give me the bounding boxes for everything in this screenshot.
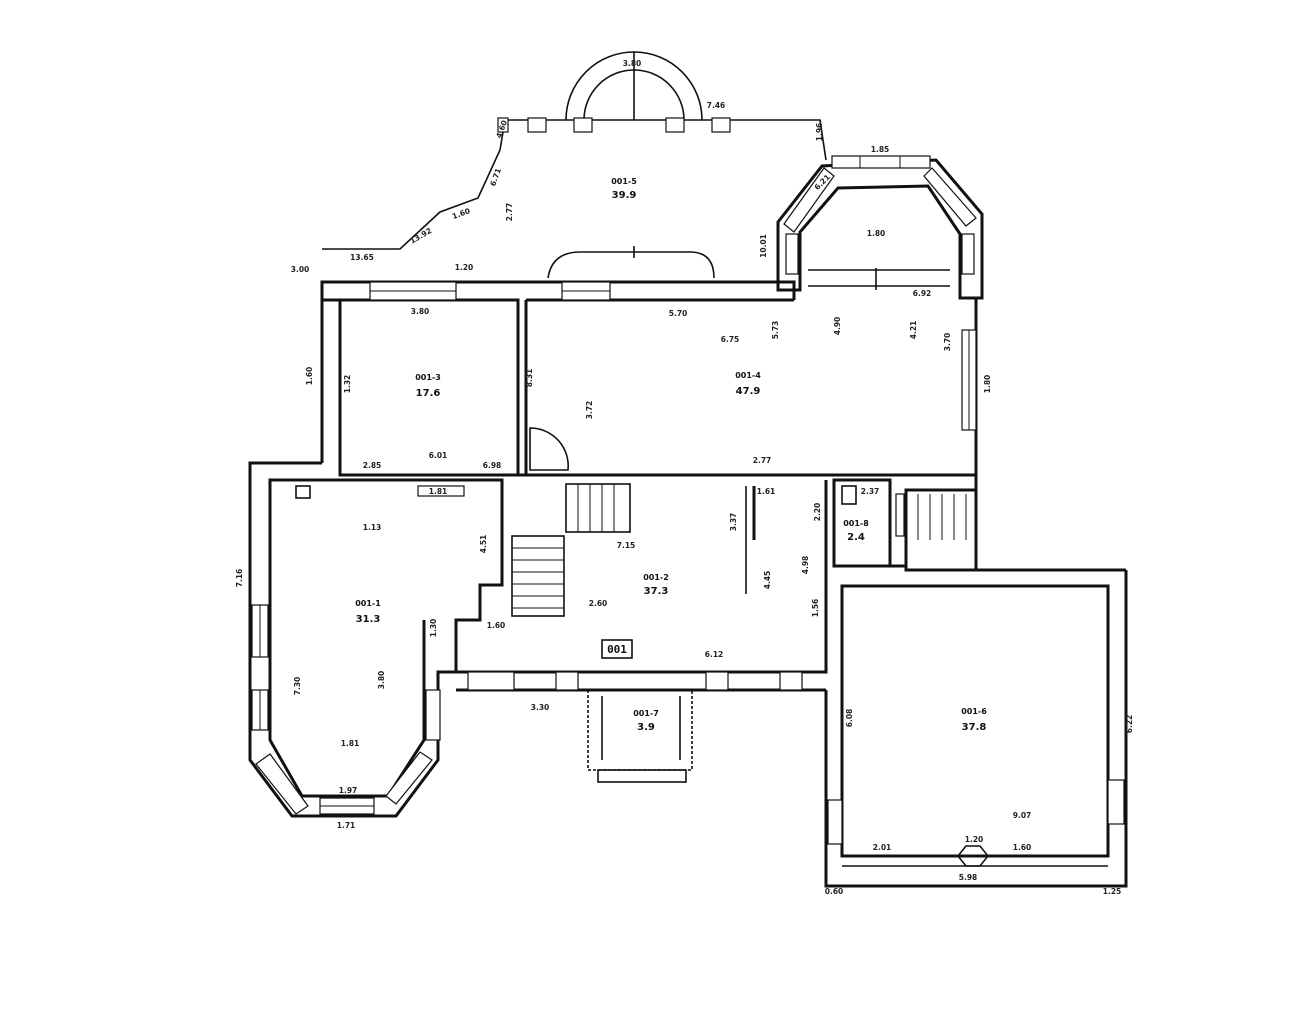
- dimension-label: 6.98: [483, 461, 502, 470]
- dimension-label: 4.51: [479, 535, 488, 554]
- terrace-outline: [322, 51, 827, 279]
- dimension-labels: 3.807.461.964.606.712.771.6013.9213.651.…: [235, 59, 1134, 896]
- service-stair: [917, 494, 967, 540]
- room-code: 001-6: [961, 707, 987, 716]
- dimension-label: 2.20: [813, 503, 822, 522]
- dimension-label: 1.60: [1013, 843, 1032, 852]
- dimension-label: 1.60: [305, 367, 314, 386]
- room-area: 37.3: [644, 586, 669, 597]
- dimension-label: 6.75: [721, 335, 740, 344]
- dimension-label: 1.20: [965, 835, 984, 844]
- dimension-label: 2.01: [873, 843, 892, 852]
- dimension-label: 2.85: [363, 461, 382, 470]
- dimension-label: 8.31: [525, 369, 534, 388]
- dimension-label: 1.71: [337, 821, 356, 830]
- dimension-label: 5.73: [771, 321, 780, 340]
- room-code: 001-7: [633, 709, 659, 718]
- dimension-label: 9.07: [1013, 811, 1032, 820]
- room-code: 001-3: [415, 373, 441, 382]
- garage: [824, 570, 1128, 888]
- dimension-label: 1.85: [871, 145, 890, 154]
- dimension-label: 1.81: [341, 739, 360, 748]
- main-walls: [320, 280, 978, 480]
- dimension-label: 2.77: [753, 456, 772, 465]
- dimension-label: 3.30: [531, 703, 550, 712]
- dimension-label: 1.81: [429, 487, 448, 496]
- left-wing: [248, 461, 504, 818]
- service-rooms: [832, 478, 1126, 572]
- room-code: 001-1: [355, 599, 381, 608]
- dimension-label: 7.30: [293, 677, 302, 696]
- dimension-label: 2.60: [589, 599, 608, 608]
- dimension-label: 7.16: [235, 569, 244, 588]
- dimension-label: 6.12: [705, 650, 724, 659]
- dimension-label: 7.15: [617, 541, 636, 550]
- dimension-label: 6.92: [913, 289, 932, 298]
- dimension-label: 3.70: [943, 333, 952, 352]
- dimension-label: 0.60: [825, 887, 844, 896]
- dimension-label: 3.72: [585, 401, 594, 420]
- dimension-label: 5.98: [959, 873, 978, 882]
- dimension-label: 1.97: [339, 786, 358, 795]
- room-code: 001-2: [643, 573, 669, 582]
- dimension-label: 2.77: [505, 203, 514, 222]
- room-area: 3.9: [637, 722, 655, 733]
- dimension-label: 3.80: [377, 671, 386, 690]
- dimension-label: 1.20: [455, 263, 474, 272]
- dimension-label: 1.80: [983, 375, 992, 394]
- dimension-label: 6.08: [845, 709, 854, 728]
- dimension-label: 1.96: [815, 123, 824, 142]
- room-area: 47.9: [736, 386, 761, 397]
- dimension-label: 3.00: [291, 265, 310, 274]
- dimension-label: 13.65: [350, 253, 374, 262]
- dimension-label: 7.46: [707, 101, 726, 110]
- dimension-label: 2.37: [861, 487, 880, 496]
- room-code: 001-5: [611, 177, 637, 186]
- dimension-label: 1.25: [1103, 887, 1122, 896]
- plan-tag-box: [601, 639, 633, 659]
- room-labels: 001-5 39.9 001-3 17.6 001-4 47.9 001-2 3…: [355, 177, 987, 733]
- staircase: [511, 427, 631, 617]
- dimension-label: 1.60: [451, 206, 471, 221]
- dimension-label: 6.22: [1125, 715, 1134, 734]
- dimension-label: 4.90: [833, 317, 842, 336]
- room-code: 001-8: [843, 519, 869, 528]
- dimension-label: 4.21: [909, 321, 918, 340]
- dimension-label: 4.98: [801, 556, 810, 575]
- room-area: 31.3: [356, 614, 381, 625]
- dimension-label: 1.32: [343, 375, 352, 394]
- dimension-label: 1.80: [867, 229, 886, 238]
- plan-tag: 001: [607, 643, 627, 656]
- dimension-label: 4.45: [763, 571, 772, 590]
- dimension-label: 1.56: [811, 599, 820, 618]
- dimension-label: 1.13: [363, 523, 382, 532]
- room-code: 001-4: [735, 371, 761, 380]
- dimension-label: 5.70: [669, 309, 688, 318]
- octagonal-bay: [776, 155, 984, 300]
- dimension-label: 1.60: [487, 621, 506, 630]
- room-area: 37.8: [962, 722, 987, 733]
- room-area: 39.9: [612, 190, 637, 201]
- entrance-porch: [587, 689, 693, 783]
- dimension-label: 1.30: [429, 619, 438, 638]
- dimension-label: 3.80: [623, 59, 642, 68]
- room-area: 2.4: [847, 532, 865, 543]
- dimension-label: 10.01: [759, 234, 768, 258]
- room-area: 17.6: [416, 388, 441, 399]
- dimension-label: 6.01: [429, 451, 448, 460]
- dimension-label: 3.80: [411, 307, 430, 316]
- dimension-label: 3.37: [729, 513, 738, 532]
- dimension-label: 1.61: [757, 487, 776, 496]
